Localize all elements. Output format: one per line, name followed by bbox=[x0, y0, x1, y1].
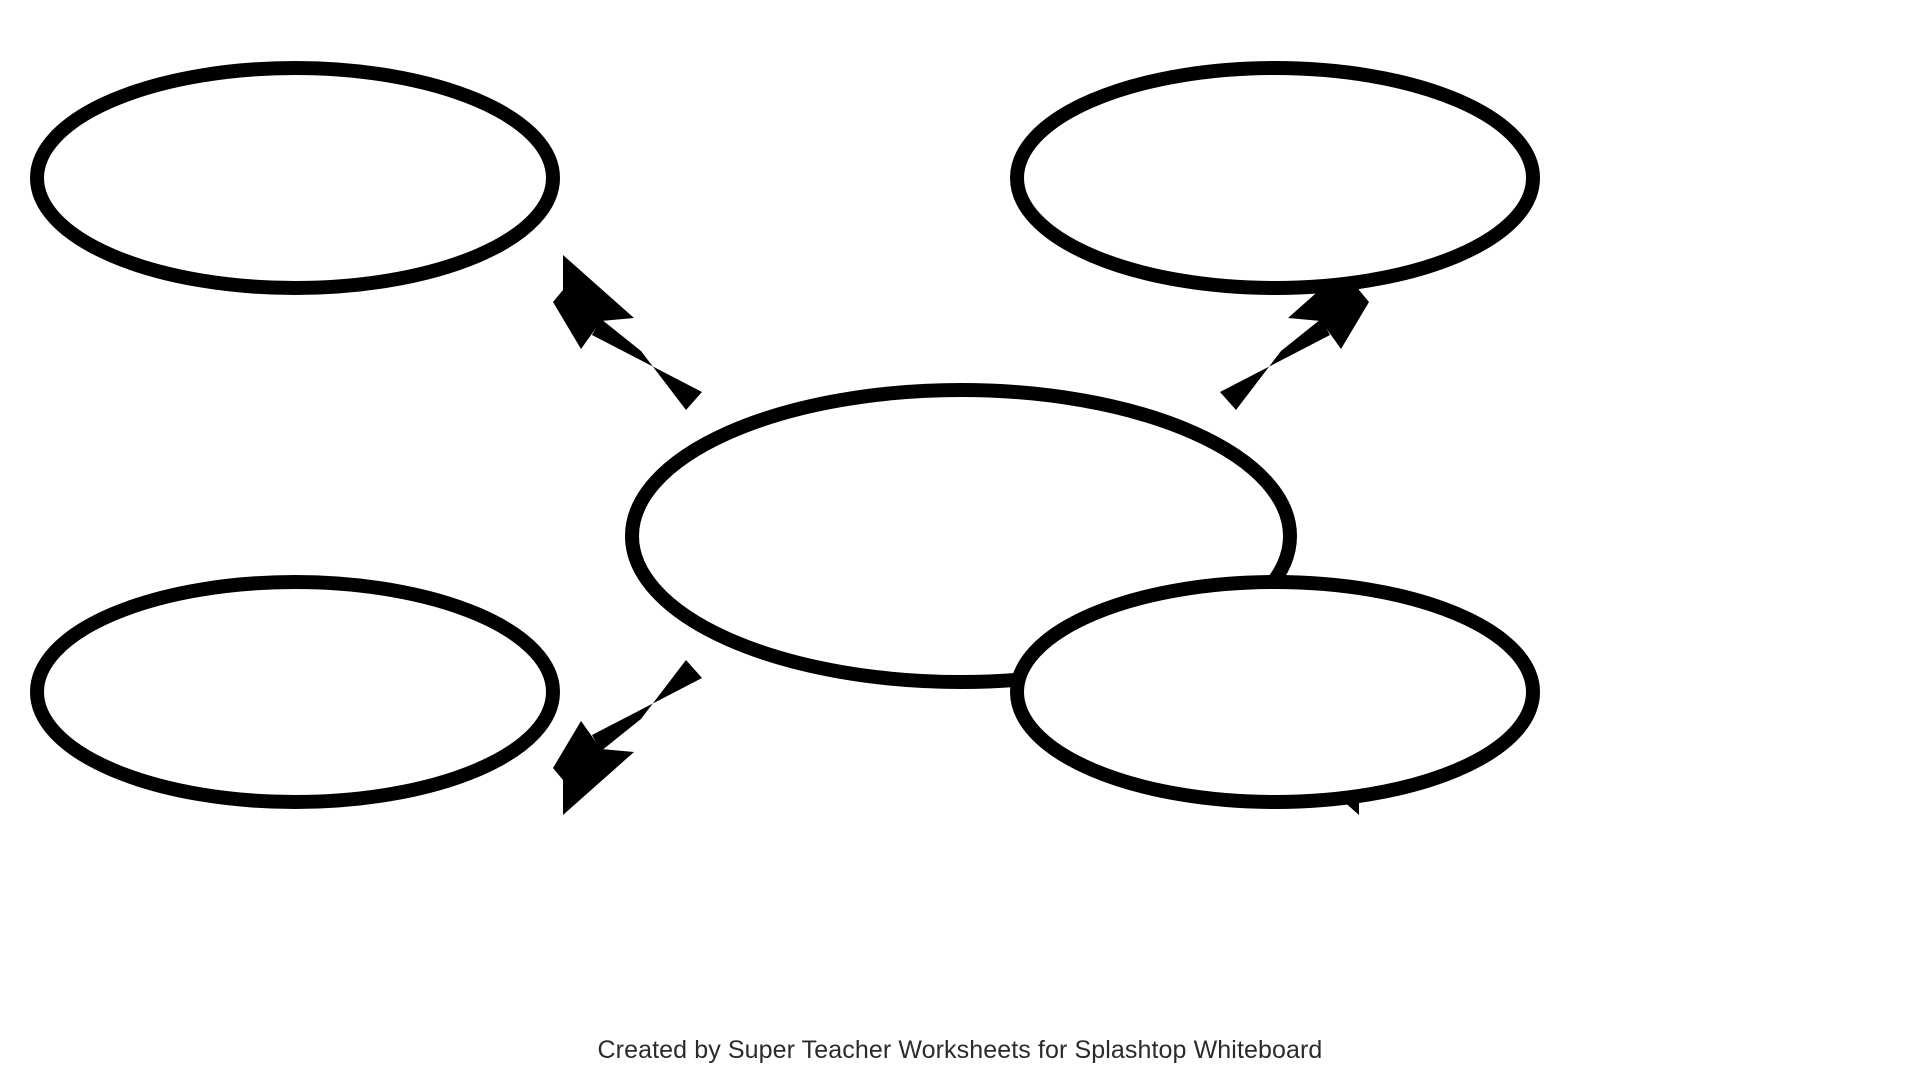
bubble-top-left[interactable] bbox=[30, 61, 560, 295]
bubble-bottom-right[interactable] bbox=[1010, 575, 1540, 809]
arrow-center-to-top-left bbox=[592, 319, 702, 410]
bubble-group bbox=[30, 61, 1540, 809]
footer-credit-text: Created by Super Teacher Worksheets for … bbox=[597, 1036, 1323, 1064]
bubble-bottom-left[interactable] bbox=[30, 575, 560, 809]
arrow-center-to-bottom-left bbox=[592, 660, 702, 751]
arrow-center-to-top-left-head bbox=[553, 255, 634, 349]
arrow-center-to-top-right bbox=[1220, 319, 1330, 410]
arrow-center-to-bottom-left-head bbox=[553, 721, 634, 815]
bubble-top-right[interactable] bbox=[1010, 61, 1540, 295]
